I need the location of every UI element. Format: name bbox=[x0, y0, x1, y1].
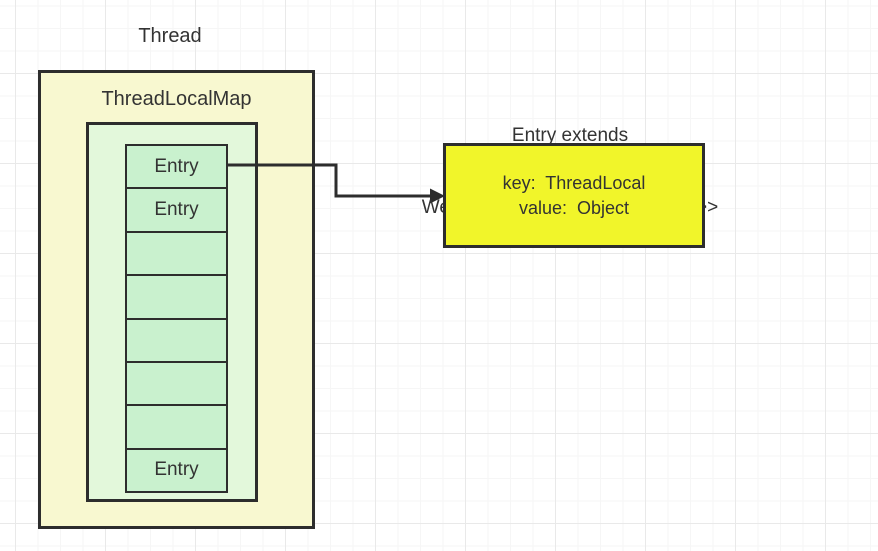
entry-cell-6 bbox=[125, 404, 228, 450]
thread-label: Thread bbox=[138, 25, 202, 47]
entry-cell-3 bbox=[125, 274, 228, 320]
threadlocalmap-box: Entry Entry Entry bbox=[86, 122, 258, 502]
entry-cell-2 bbox=[125, 230, 228, 277]
entry-detail-box: key: ThreadLocal value: Object bbox=[443, 143, 705, 248]
entry-stack: Entry Entry Entry bbox=[125, 144, 228, 494]
entry-cell-4 bbox=[125, 317, 228, 363]
entry-cell-5 bbox=[125, 360, 228, 407]
entry-cell-0: Entry bbox=[125, 144, 228, 190]
entry-key-line: key: ThreadLocal bbox=[502, 172, 646, 193]
entry-cell-7: Entry bbox=[125, 447, 228, 494]
entry-note-line1: Entry extends bbox=[511, 125, 629, 146]
threadlocalmap-title: ThreadLocalMap bbox=[101, 88, 252, 110]
entry-value-line: value: Object bbox=[518, 197, 630, 218]
entry-cell-1: Entry bbox=[125, 187, 228, 233]
thread-box: ThreadLocalMap Entry Entry Entry bbox=[38, 70, 315, 529]
